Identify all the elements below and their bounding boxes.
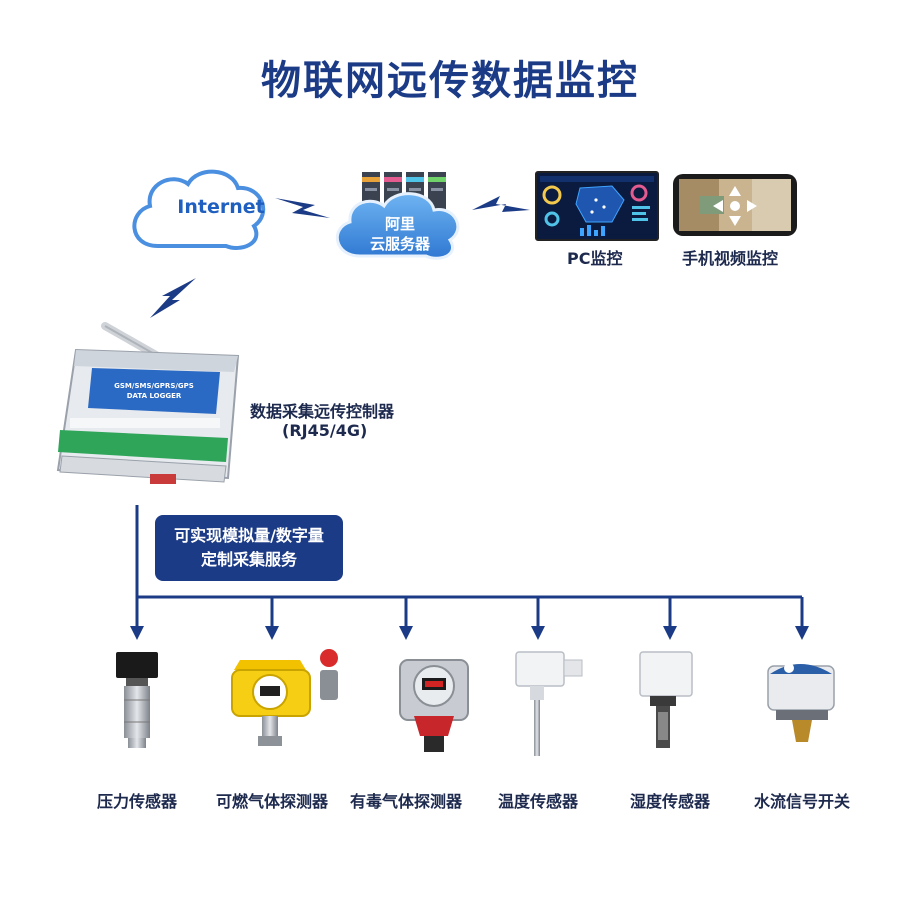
mobile-monitor-label: 手机视频监控 xyxy=(682,249,779,268)
cloud-service-line2: 云服务器 xyxy=(370,235,431,253)
combustible-gas-detector-icon xyxy=(231,649,338,746)
pc-monitor-icon xyxy=(535,171,659,241)
humidity-sensor-icon xyxy=(639,651,693,748)
service-callout: 可实现模拟量/数字量 定制采集服务 xyxy=(155,515,343,581)
controller-model: (RJ45/4G) xyxy=(282,421,368,440)
sensor-label-pressure: 压力传感器 xyxy=(96,792,177,811)
wireless-bolt-icon xyxy=(472,196,530,212)
sensor-label-water-flow: 水流信号开关 xyxy=(753,792,850,811)
controller-name: 数据采集远传控制器 xyxy=(250,402,395,421)
water-flow-switch-icon xyxy=(767,663,835,742)
pc-monitor-label: PC监控 xyxy=(567,249,623,268)
sensor-label-humidity: 湿度传感器 xyxy=(629,792,710,811)
service-line1: 可实现模拟量/数字量 xyxy=(174,526,324,545)
sensor-label-temperature: 温度传感器 xyxy=(497,792,578,811)
arrow-down-icon xyxy=(795,626,809,640)
data-logger-device xyxy=(56,322,240,484)
wireless-bolt-icon xyxy=(150,278,196,318)
device-panel-line2: DATA LOGGER xyxy=(127,392,182,400)
distribution-lines xyxy=(135,505,804,628)
wireless-bolt-icon xyxy=(275,198,330,218)
arrow-down-icon xyxy=(399,626,413,640)
temperature-sensor-icon xyxy=(515,651,583,756)
arrow-down-icon xyxy=(265,626,279,640)
page-title: 物联网远传数据监控 xyxy=(261,58,639,104)
cloud-service-icon xyxy=(335,192,460,260)
service-line2: 定制采集服务 xyxy=(200,550,297,569)
arrow-down-icon xyxy=(531,626,545,640)
sensor-label-toxic-gas: 有毒气体探测器 xyxy=(349,792,462,811)
device-panel-line1: GSM/SMS/GPRS/GPS xyxy=(114,382,194,390)
internet-cloud-icon xyxy=(132,169,266,250)
cloud-service-line1: 阿里 xyxy=(385,215,415,233)
arrow-down-icon xyxy=(130,626,144,640)
arrow-down-icon xyxy=(663,626,677,640)
toxic-gas-detector-icon xyxy=(399,659,469,752)
sensor-label-combustible-gas: 可燃气体探测器 xyxy=(215,792,328,811)
move-arrows-icon xyxy=(713,186,757,226)
pressure-sensor-icon xyxy=(116,652,158,748)
internet-label: Internet xyxy=(177,196,264,218)
